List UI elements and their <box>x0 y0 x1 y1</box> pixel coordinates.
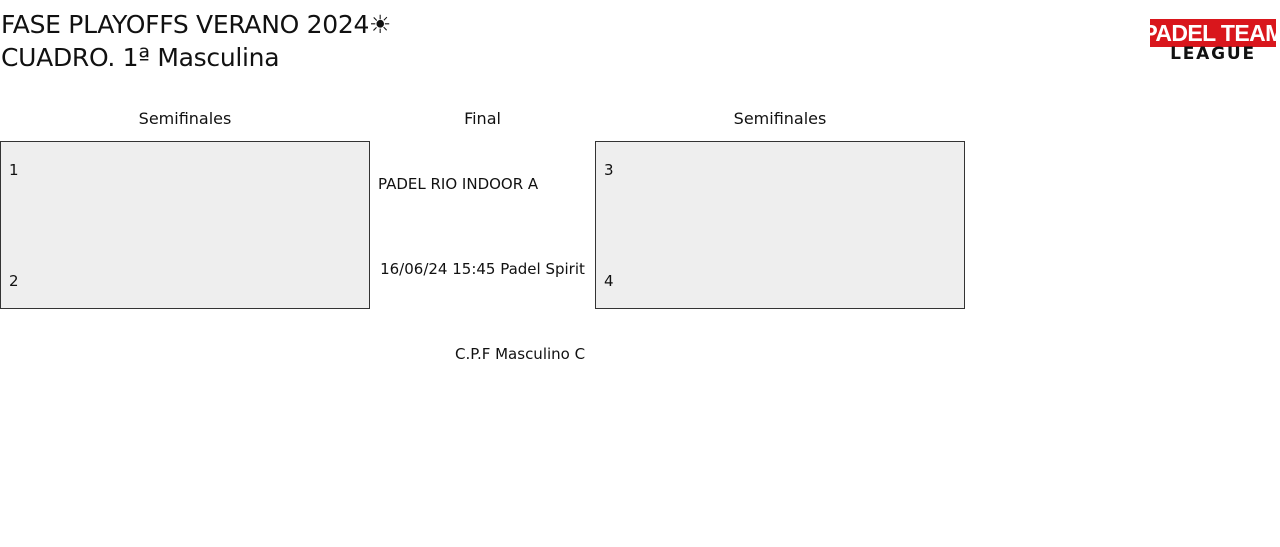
left-semifinal-box: 1 2 <box>0 141 370 309</box>
seed-1: 1 <box>9 161 19 179</box>
title-line-2: CUADRO. 1ª Masculina <box>1 43 280 72</box>
padel-team-league-logo: PADEL TEAM LEAGUE <box>1150 19 1276 64</box>
left-semifinal-label: Semifinales <box>138 109 232 128</box>
seed-2: 2 <box>9 272 19 290</box>
logo-top-text: PADEL TEAM <box>1150 19 1276 47</box>
final-label: Final <box>464 109 501 128</box>
right-semifinal-box: 3 4 <box>595 141 965 309</box>
seed-3: 3 <box>604 161 614 179</box>
right-semifinal-label: Semifinales <box>733 109 827 128</box>
title-line-1: FASE PLAYOFFS VERANO 2024☀ <box>1 10 392 39</box>
final-team-b: C.P.F Masculino C <box>455 345 586 363</box>
page-title: FASE PLAYOFFS VERANO 2024☀ CUADRO. 1ª Ma… <box>1 8 391 74</box>
logo-bottom-text: LEAGUE <box>1170 44 1256 64</box>
final-team-a: PADEL RIO INDOOR A <box>378 175 539 193</box>
seed-4: 4 <box>604 272 614 290</box>
final-match-info: 16/06/24 15:45 Padel Spirit <box>380 260 585 278</box>
